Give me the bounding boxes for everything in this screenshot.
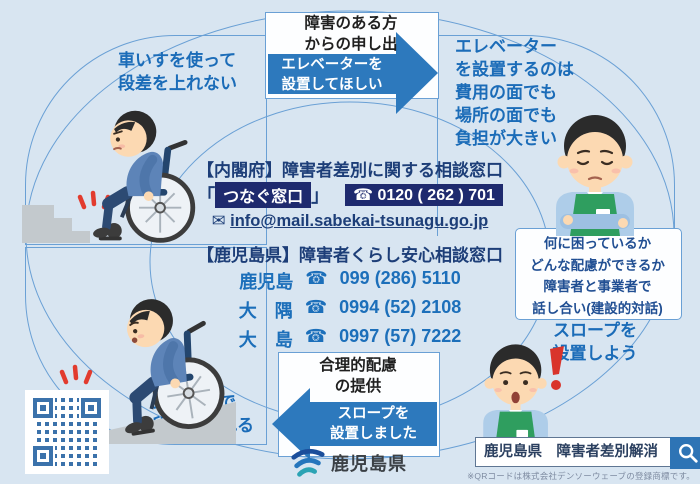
wheelchair-stairs-illustration: [22, 110, 196, 243]
office-phone: 0997 (57) 7222: [339, 326, 462, 346]
qr-finder-top-right: [81, 398, 101, 418]
phone-icon: ☎: [304, 326, 328, 346]
office-area: 大 島: [238, 330, 293, 350]
exclamation-icon: [550, 346, 564, 390]
qr-finder-top-left: [33, 398, 53, 418]
shopkeeper-troubled-illustration: [556, 115, 634, 236]
search-icon: [679, 444, 698, 463]
phone-icon: ☎: [304, 297, 328, 317]
office-row: 鹿児島 ☎ 099 (286) 5110: [180, 268, 520, 294]
search-input[interactable]: 鹿児島県 障害者差別解消: [475, 437, 670, 467]
request-arrow-text: エレベーターを 設置してほしい: [281, 57, 383, 94]
mail-icon: ✉: [211, 212, 226, 230]
stairs-shape: [22, 205, 90, 243]
cabinet-office-header: 【内閣府】障害者差別に関する相談窓口: [197, 161, 503, 180]
email-link[interactable]: info@mail.sabekai-tsunagu.go.jp: [230, 212, 489, 230]
tollfree-phone-badge: ☎ 0120 ( 262 ) 701: [345, 184, 503, 206]
provide-arrow-text: スロープを 設置しました: [330, 406, 417, 443]
provide-arrow-shape: [272, 388, 437, 460]
provide-label: 合理的配慮 の提供: [319, 357, 397, 395]
search-button[interactable]: [670, 437, 700, 469]
office-area: 鹿児島: [239, 272, 294, 292]
plan-text: スロープを 設置しよう: [552, 321, 638, 363]
bracket-open: 「: [197, 186, 216, 206]
office-row: 大 隅 ☎ 0994 (52) 2108: [180, 297, 520, 323]
prefecture-header: 【鹿児島県】障害者くらし安心相談窓口: [197, 246, 503, 265]
office-row: 大 島 ☎ 0997 (57) 7222: [180, 326, 520, 352]
qr-trademark-note: ※QRコードは株式会社デンソーウェーブの登録商標です。: [467, 471, 695, 481]
dialogue-text: 何に困っているか どんな配慮ができるか 障害者と事業者で 話し合い(建設的対話): [530, 236, 665, 316]
qr-finder-bottom-left: [33, 446, 53, 466]
request-arrow-shape: [268, 32, 438, 114]
dialogue-box: [515, 228, 682, 320]
request-label: 障害のある方 からの申し出: [304, 15, 398, 53]
search-bar: 鹿児島県 障害者差別解消: [475, 437, 700, 469]
office-phone: 099 (286) 5110: [339, 268, 461, 288]
shopkeeper-idea-illustration: [483, 344, 548, 455]
email-row: ✉ info@mail.sabekai-tsunagu.go.jp: [180, 211, 520, 231]
logo-text: 鹿児島県: [331, 454, 407, 474]
bracket-close: 」: [311, 186, 330, 206]
wheelchair-person-happy: [125, 299, 225, 436]
tollfree-number: 0120 ( 262 ) 701: [377, 187, 495, 204]
tsunagu-row: 「つなぐ窓口」 ☎ 0120 ( 262 ) 701: [180, 182, 520, 208]
tsunagu-badge: つなぐ窓口: [215, 182, 312, 208]
qr-code: [25, 390, 109, 474]
office-area: 大 隅: [238, 301, 293, 321]
kagoshima-logo: 鹿児島県: [290, 446, 407, 480]
kagoshima-swoosh-icon: [291, 448, 325, 477]
wheelchair-person-sad: [93, 110, 196, 243]
phone-icon: ☎: [353, 187, 374, 204]
phone-icon: ☎: [305, 268, 328, 288]
burden-text: エレベーター を設置するのは 費用の面でも 場所の面でも 負担が大きい: [455, 37, 574, 148]
wheelchair-ramp-illustration: [46, 299, 236, 444]
claim-text: 車いすを使って 段差を上れない: [118, 51, 237, 93]
office-phone: 0994 (52) 2108: [339, 297, 462, 317]
motion-marks: [59, 364, 93, 385]
